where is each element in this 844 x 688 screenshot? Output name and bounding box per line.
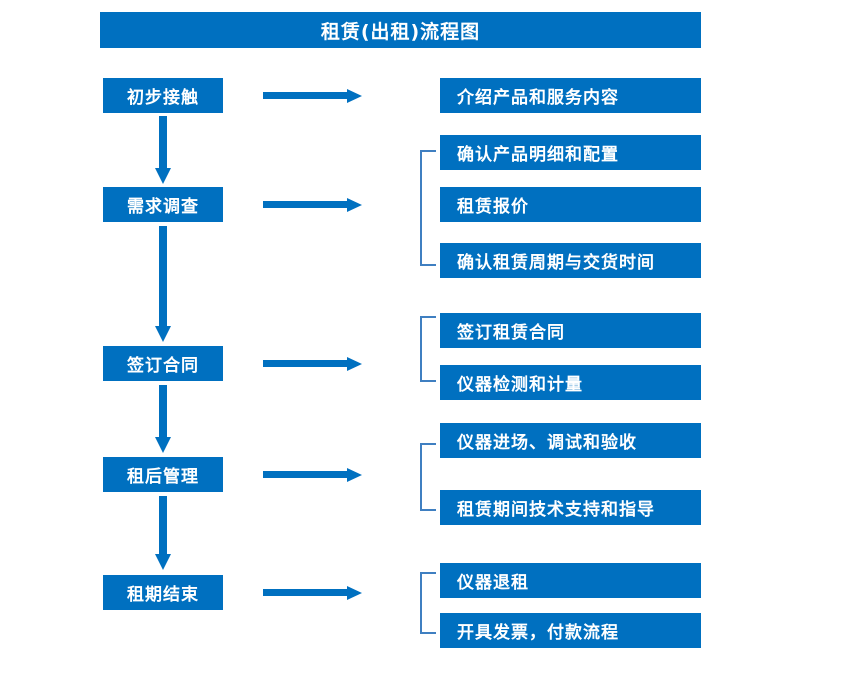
detail-box-g2-i2[interactable]: 租赁报价: [440, 187, 701, 222]
page-title: 租赁(出租)流程图: [100, 12, 701, 48]
arrow-right-icon-4: [263, 466, 363, 484]
detail-box-g4-i2[interactable]: 租赁期间技术支持和指导: [440, 490, 701, 525]
detail-box-g1-i1[interactable]: 介绍产品和服务内容: [440, 78, 701, 113]
detail-box-g3-i2[interactable]: 仪器检测和计量: [440, 365, 701, 400]
stage-box-sign-contract[interactable]: 签订合同: [103, 346, 223, 381]
bracket-left-icon-5: [420, 572, 436, 634]
bracket-left-icon-4: [420, 443, 436, 511]
arrow-right-icon-2: [263, 196, 363, 214]
stage-box-post-rental-management[interactable]: 租后管理: [103, 457, 223, 492]
arrow-right-icon-3: [263, 355, 363, 373]
stage-box-rental-end[interactable]: 租期结束: [103, 575, 223, 610]
detail-box-g4-i1[interactable]: 仪器进场、调试和验收: [440, 423, 701, 458]
detail-box-g3-i1[interactable]: 签订租赁合同: [440, 313, 701, 348]
arrow-right-icon-1: [263, 87, 363, 105]
stage-box-requirement-survey[interactable]: 需求调查: [103, 187, 223, 222]
detail-box-g2-i3[interactable]: 确认租赁周期与交货时间: [440, 243, 701, 278]
bracket-left-icon-2: [420, 150, 436, 266]
arrow-right-icon-5: [263, 584, 363, 602]
arrow-down-icon-1: [154, 116, 172, 186]
arrow-down-icon-3: [154, 385, 172, 455]
arrow-down-icon-2: [154, 226, 172, 344]
stage-box-initial-contact[interactable]: 初步接触: [103, 78, 223, 113]
detail-box-g5-i2[interactable]: 开具发票，付款流程: [440, 613, 701, 648]
detail-box-g2-i1[interactable]: 确认产品明细和配置: [440, 135, 701, 170]
bracket-left-icon-3: [420, 316, 436, 382]
detail-box-g5-i1[interactable]: 仪器退租: [440, 563, 701, 598]
arrow-down-icon-4: [154, 496, 172, 572]
